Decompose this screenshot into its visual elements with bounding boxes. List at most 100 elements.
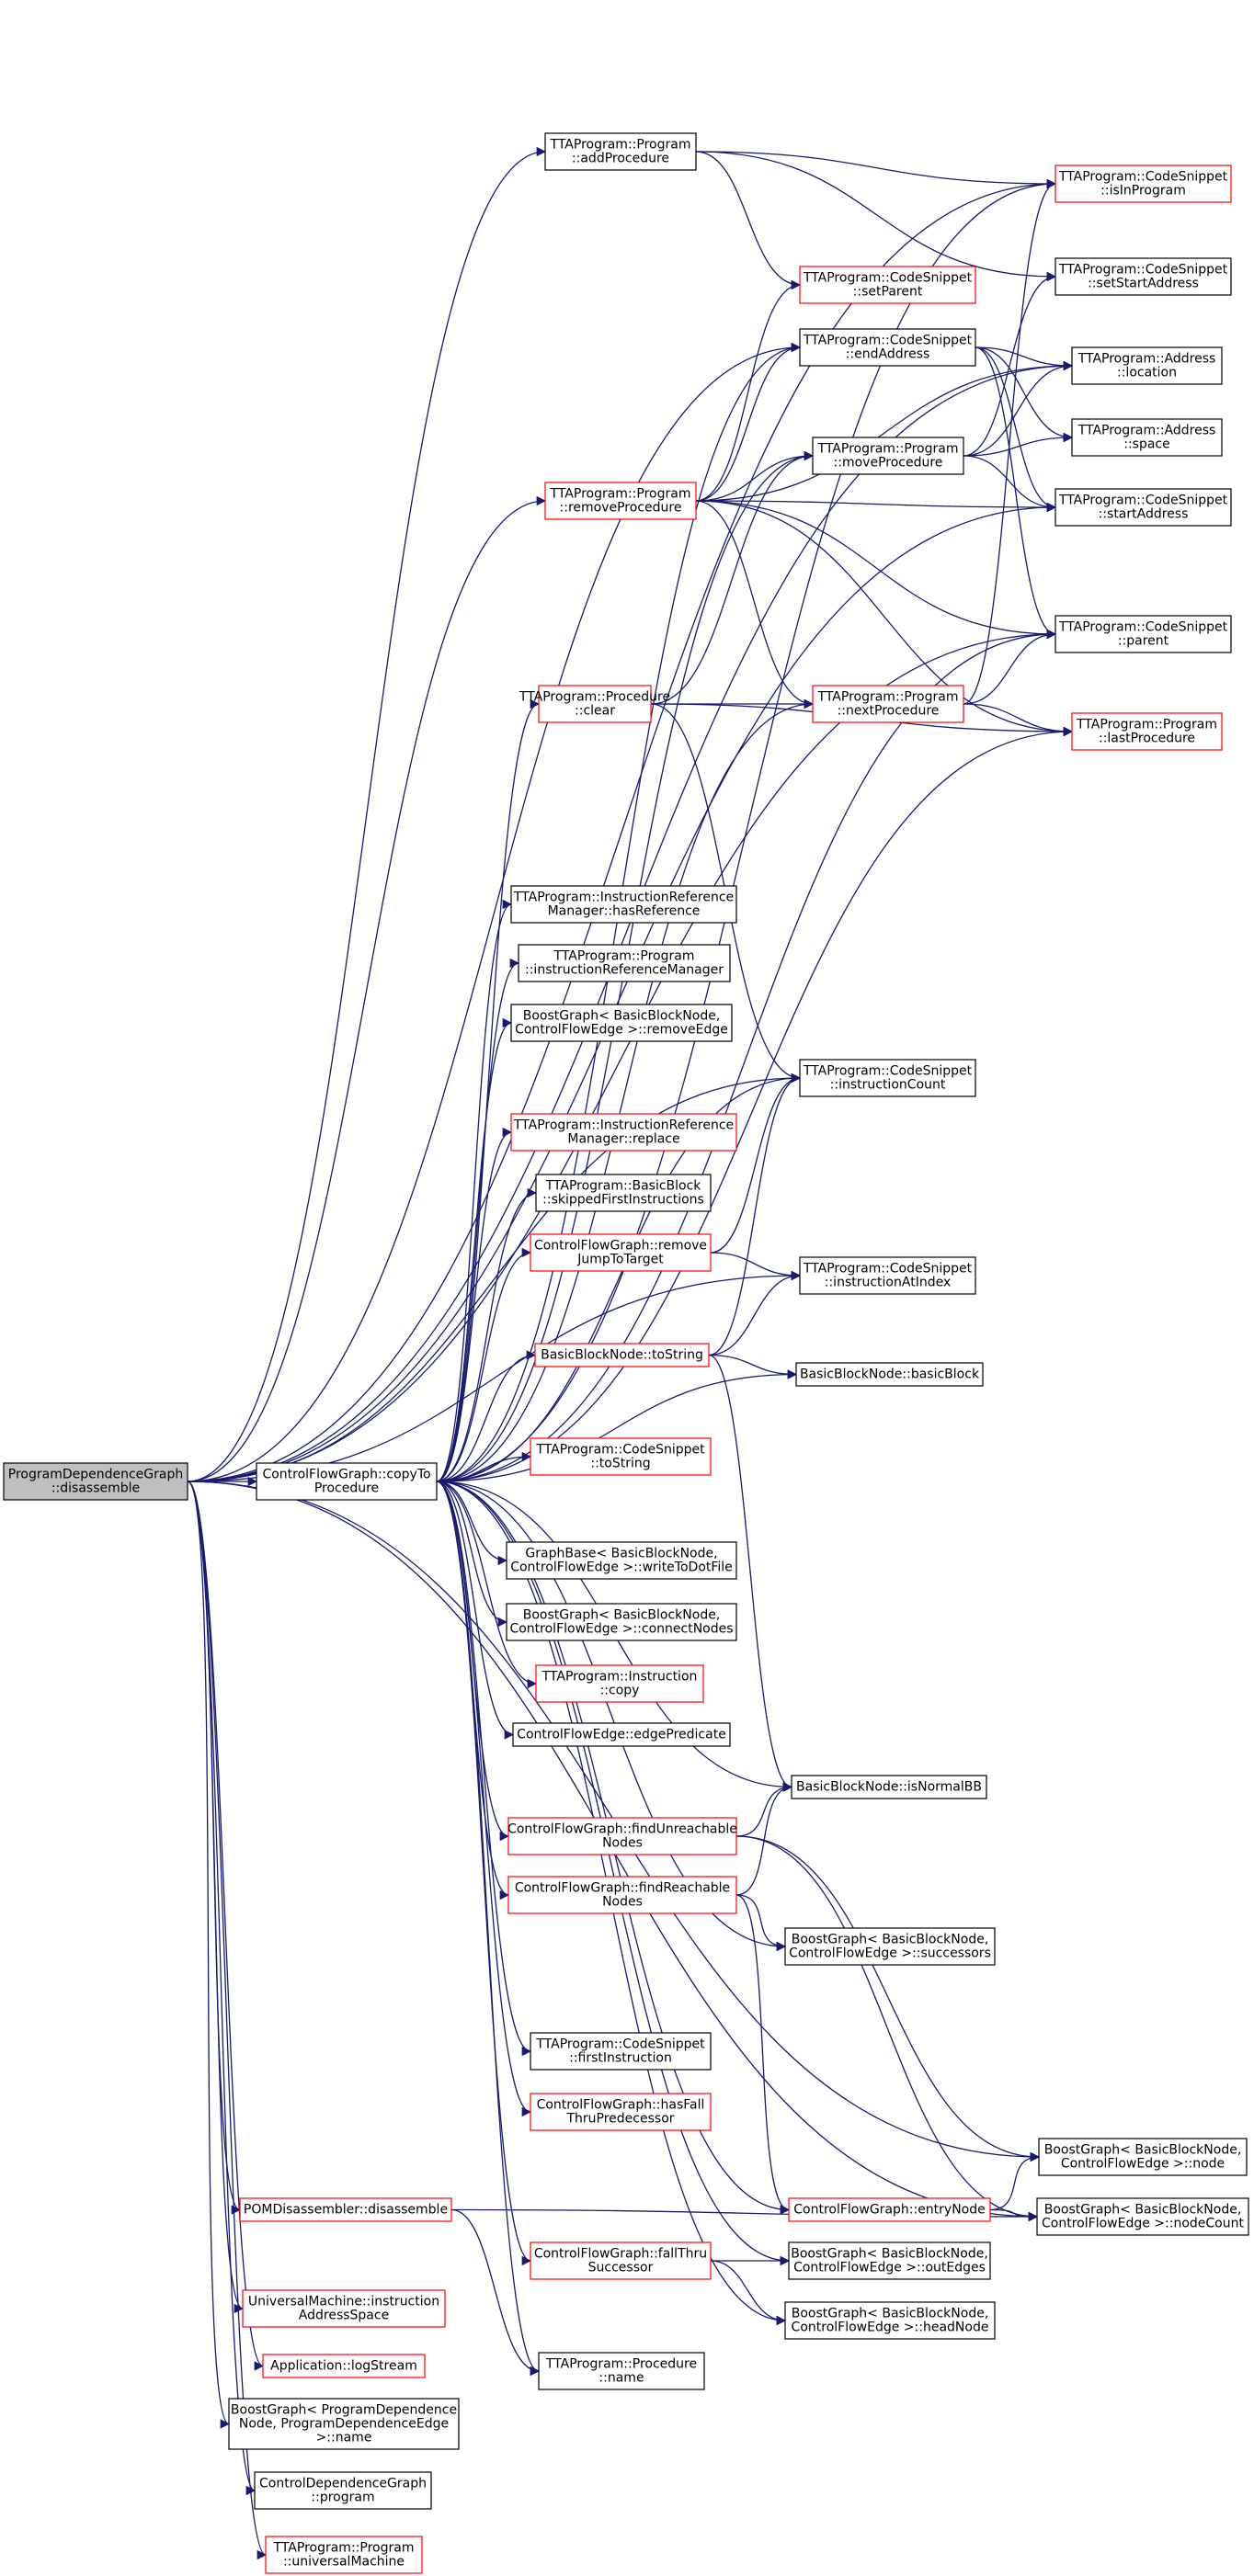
node-root[interactable]: ProgramDependenceGraph::disassemble (3, 1462, 188, 1501)
node-csToString[interactable]: TTAProgram::CodeSnippet::toString (530, 1437, 712, 1476)
edge-findReach-to-successors (735, 1894, 787, 1952)
node-label-line: TTAProgram::Instruction (542, 1670, 698, 1685)
node-headNode[interactable]: BoostGraph< BasicBlockNode,ControlFlowEd… (784, 2301, 996, 2340)
node-procName[interactable]: TTAProgram::Procedure::name (538, 2352, 705, 2390)
node-instrCopy[interactable]: TTAProgram::Instruction::copy (535, 1664, 704, 1703)
edge-moveProc-to-space (963, 432, 1074, 457)
node-label-line: Procedure (314, 1481, 379, 1496)
node-hasRef[interactable]: TTAProgram::InstructionReferenceManager:… (510, 885, 737, 924)
node-startAddress[interactable]: TTAProgram::CodeSnippet::startAddress (1054, 488, 1232, 527)
node-box (535, 1174, 712, 1212)
node-label-line: ::isInProgram (1100, 184, 1186, 199)
node-label-line: BoostGraph< BasicBlockNode, (1044, 2143, 1242, 2158)
node-setParent[interactable]: TTAProgram::CodeSnippet::setParent (799, 266, 976, 304)
node-outEdges[interactable]: BoostGraph< BasicBlockNode,ControlFlowEd… (788, 2241, 991, 2280)
node-label-line: ::nextProcedure (838, 704, 940, 719)
node-cdgProgram[interactable]: ControlDependenceGraph::program (254, 2471, 432, 2510)
node-box (506, 1603, 737, 1641)
node-logStream[interactable]: Application::logStream (262, 2354, 426, 2378)
edge-copyTo-to-successors (436, 1481, 787, 1952)
node-instrCount[interactable]: TTAProgram::CodeSnippet::instructionCoun… (799, 1059, 976, 1097)
edge-root-to-logStream (187, 1481, 265, 2371)
edge-entryNode-to-bgNode (989, 2151, 1041, 2211)
edge-moveProc-to-startAddress (963, 455, 1057, 513)
edge-removeProc-to-nextProc (695, 500, 815, 709)
node-label-line: ::location (1117, 366, 1177, 380)
node-label-line: TTAProgram::InstructionReference (513, 891, 734, 905)
node-box (812, 437, 964, 475)
node-connectNodes[interactable]: BoostGraph< BasicBlockNode,ControlFlowEd… (506, 1603, 737, 1641)
node-box (544, 132, 697, 171)
node-umAddr[interactable]: UniversalMachine::instructionAddressSpac… (242, 2289, 446, 2328)
node-label-line: ::lastProcedure (1099, 732, 1195, 746)
node-label-line: ControlFlowEdge >::removeEdge (515, 1023, 728, 1038)
node-irm[interactable]: TTAProgram::Program::instructionReferenc… (518, 944, 731, 982)
node-isInProgram[interactable]: TTAProgram::CodeSnippet::isInProgram (1054, 165, 1232, 203)
node-box (530, 1233, 712, 1272)
node-instrAt[interactable]: TTAProgram::CodeSnippet::instructionAtIn… (799, 1256, 976, 1295)
node-box (530, 2241, 712, 2280)
nodes-layer: ProgramDependenceGraph::disassembleContr… (3, 132, 1249, 2574)
edge-findReach-to-isNormalBB (735, 1782, 793, 1896)
node-entryNode[interactable]: ControlFlowGraph::entryNode (788, 2197, 991, 2222)
edge-removeProc-to-parent (695, 500, 1057, 640)
edge-copyTo-to-instrCount (436, 1072, 802, 1482)
edge-bbnToString-to-isNormalBB (708, 1354, 793, 1792)
edge-root-to-umAddr (187, 1481, 245, 2313)
node-removeEdge[interactable]: BoostGraph< BasicBlockNode,ControlFlowEd… (510, 1004, 733, 1042)
node-label-line: TTAProgram::Program (550, 138, 691, 153)
node-label-line: ControlFlowEdge::edgePredicate (517, 1728, 726, 1742)
node-isNormalBB[interactable]: BasicBlockNode::isNormalBB (791, 1775, 987, 1799)
node-firstInstr[interactable]: TTAProgram::CodeSnippet::firstInstructio… (530, 2032, 712, 2071)
node-endAddress[interactable]: TTAProgram::CodeSnippet::endAddress (799, 328, 976, 367)
node-label-line: BoostGraph< BasicBlockNode, (792, 1933, 989, 1947)
node-label-line: ::setParent (853, 285, 923, 300)
node-box (799, 1256, 976, 1295)
edge-copyTo-to-hasFall (436, 1481, 532, 2117)
edge-bbnToString-to-instrAt (708, 1270, 802, 1356)
node-lastProc[interactable]: TTAProgram::Program::lastProcedure (1071, 712, 1223, 751)
node-location[interactable]: TTAProgram::Address::location (1071, 346, 1223, 385)
node-umProg[interactable]: TTAProgram::Program::universalMachine (265, 2536, 423, 2574)
node-box (507, 1876, 737, 1914)
node-label-line: BoostGraph< BasicBlockNode, (1044, 2203, 1242, 2218)
node-successors[interactable]: BoostGraph< BasicBlockNode,ControlFlowEd… (784, 1927, 996, 1966)
node-moveProc[interactable]: TTAProgram::Program::moveProcedure (812, 437, 964, 475)
node-pomDis[interactable]: POMDisassembler::disassemble (239, 2197, 452, 2222)
node-box (799, 1059, 976, 1097)
node-clear[interactable]: TTAProgram::Procedure::clear (519, 685, 670, 723)
node-box (3, 1462, 188, 1501)
node-removeProc[interactable]: TTAProgram::Program::removeProcedure (544, 482, 697, 520)
node-label-line: Nodes (602, 1895, 643, 1910)
node-label-line: TTAProgram::Address (1077, 352, 1216, 367)
node-writeDot[interactable]: GraphBase< BasicBlockNode,ControlFlowEdg… (506, 1541, 737, 1580)
node-bgNode[interactable]: BoostGraph< BasicBlockNode,ControlFlowEd… (1038, 2138, 1248, 2176)
node-nodeCount[interactable]: BoostGraph< BasicBlockNode,ControlFlowEd… (1036, 2197, 1249, 2236)
node-basicBlock[interactable]: BasicBlockNode::basicBlock (795, 1362, 984, 1387)
node-setStartAddr[interactable]: TTAProgram::CodeSnippet::setStartAddress (1054, 257, 1232, 296)
node-box (791, 1775, 987, 1799)
node-parent[interactable]: TTAProgram::CodeSnippet::parent (1054, 615, 1232, 653)
node-label-line: ::instructionAtIndex (825, 1276, 951, 1290)
edge-removeProc-to-moveProc (695, 450, 815, 502)
node-skipped[interactable]: TTAProgram::BasicBlock::skippedFirstInst… (535, 1174, 712, 1212)
node-nextProc[interactable]: TTAProgram::Program::nextProcedure (812, 685, 964, 723)
node-space[interactable]: TTAProgram::Address::space (1071, 418, 1223, 457)
node-edgePred[interactable]: ControlFlowEdge::edgePredicate (512, 1722, 731, 1747)
node-label-line: TTAProgram::Address (1077, 424, 1216, 438)
node-label-line: Nodes (602, 1836, 643, 1851)
node-box (239, 2197, 452, 2222)
node-bbnToString[interactable]: BasicBlockNode::toString (534, 1343, 710, 1367)
node-box (812, 685, 964, 723)
node-replace[interactable]: TTAProgram::InstructionReferenceManager:… (510, 1113, 737, 1152)
node-label-line: TTAProgram::Procedure (519, 690, 670, 705)
node-addProc[interactable]: TTAProgram::Program::addProcedure (544, 132, 697, 171)
node-label-line: >::name (316, 2431, 372, 2445)
